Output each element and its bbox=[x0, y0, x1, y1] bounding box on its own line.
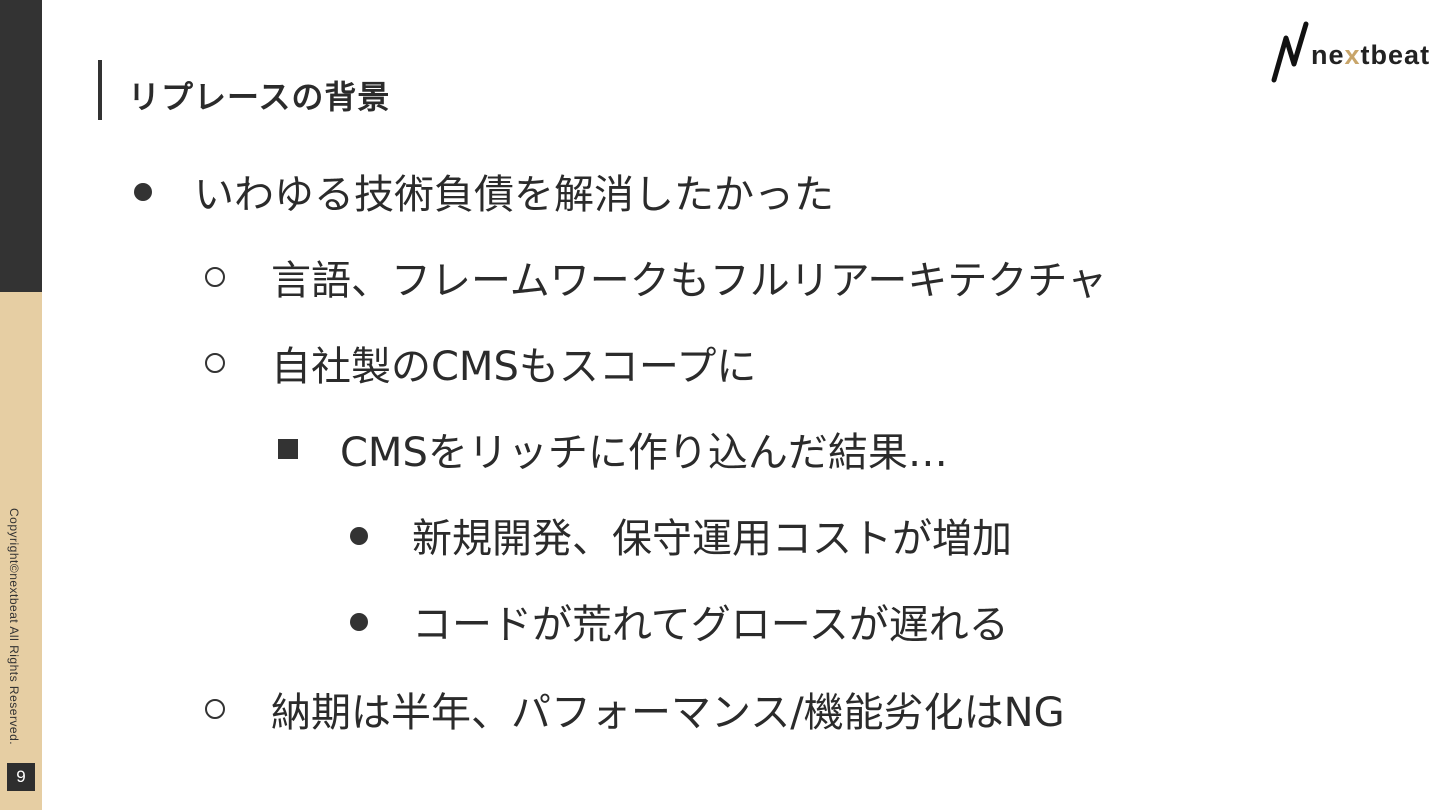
logo-text-pre: ne bbox=[1311, 40, 1345, 70]
bullet-text: 自社製のCMSもスコープに bbox=[271, 344, 757, 390]
logo-text-post: tbeat bbox=[1360, 40, 1431, 70]
bullet-circle-icon bbox=[205, 692, 271, 727]
bullet-text: 言語、フレームワークもフルリアーキテクチャ bbox=[271, 258, 1107, 304]
sidebar-dark-band bbox=[0, 0, 42, 292]
bullet-disc-icon bbox=[350, 604, 412, 639]
bullet-text: 納期は半年、パフォーマンス/機能劣化はNG bbox=[271, 690, 1065, 736]
bullet-item: 新規開発、保守運用コストが増加 bbox=[350, 506, 1012, 564]
copyright-text: Copyright©nextbeat All Rights Reserved. bbox=[7, 508, 21, 746]
bullet-square-icon bbox=[278, 432, 340, 467]
logo-wordmark: nextbeat bbox=[1311, 40, 1430, 71]
bullet-item: 納期は半年、パフォーマンス/機能劣化はNG bbox=[205, 680, 1065, 738]
bullet-item: 自社製のCMSもスコープに bbox=[205, 334, 756, 392]
bullet-circle-icon bbox=[205, 346, 271, 381]
bullet-disc-icon bbox=[350, 518, 412, 553]
slide-title: リプレースの背景 bbox=[128, 78, 391, 116]
nextbeat-n-logo-icon bbox=[1271, 21, 1309, 83]
logo-text-x: x bbox=[1344, 40, 1361, 70]
bullet-item: コードが荒れてグロースが遅れる bbox=[350, 592, 1009, 650]
bullet-text: コードが荒れてグロースが遅れる bbox=[412, 602, 1009, 648]
bullet-text: 新規開発、保守運用コストが増加 bbox=[412, 516, 1012, 562]
bullet-item: 言語、フレームワークもフルリアーキテクチャ bbox=[205, 248, 1107, 306]
bullet-text: CMSをリッチに作り込んだ結果… bbox=[340, 430, 948, 476]
bullet-item: いわゆる技術負債を解消したかった bbox=[134, 162, 834, 220]
bullet-circle-icon bbox=[205, 260, 271, 295]
bullet-text: いわゆる技術負債を解消したかった bbox=[194, 172, 834, 218]
title-accent-bar bbox=[98, 60, 102, 120]
page-number: 9 bbox=[7, 763, 35, 791]
bullet-disc-icon bbox=[134, 174, 194, 209]
bullet-item: CMSをリッチに作り込んだ結果… bbox=[278, 420, 948, 478]
sidebar-beige-band bbox=[0, 292, 42, 810]
